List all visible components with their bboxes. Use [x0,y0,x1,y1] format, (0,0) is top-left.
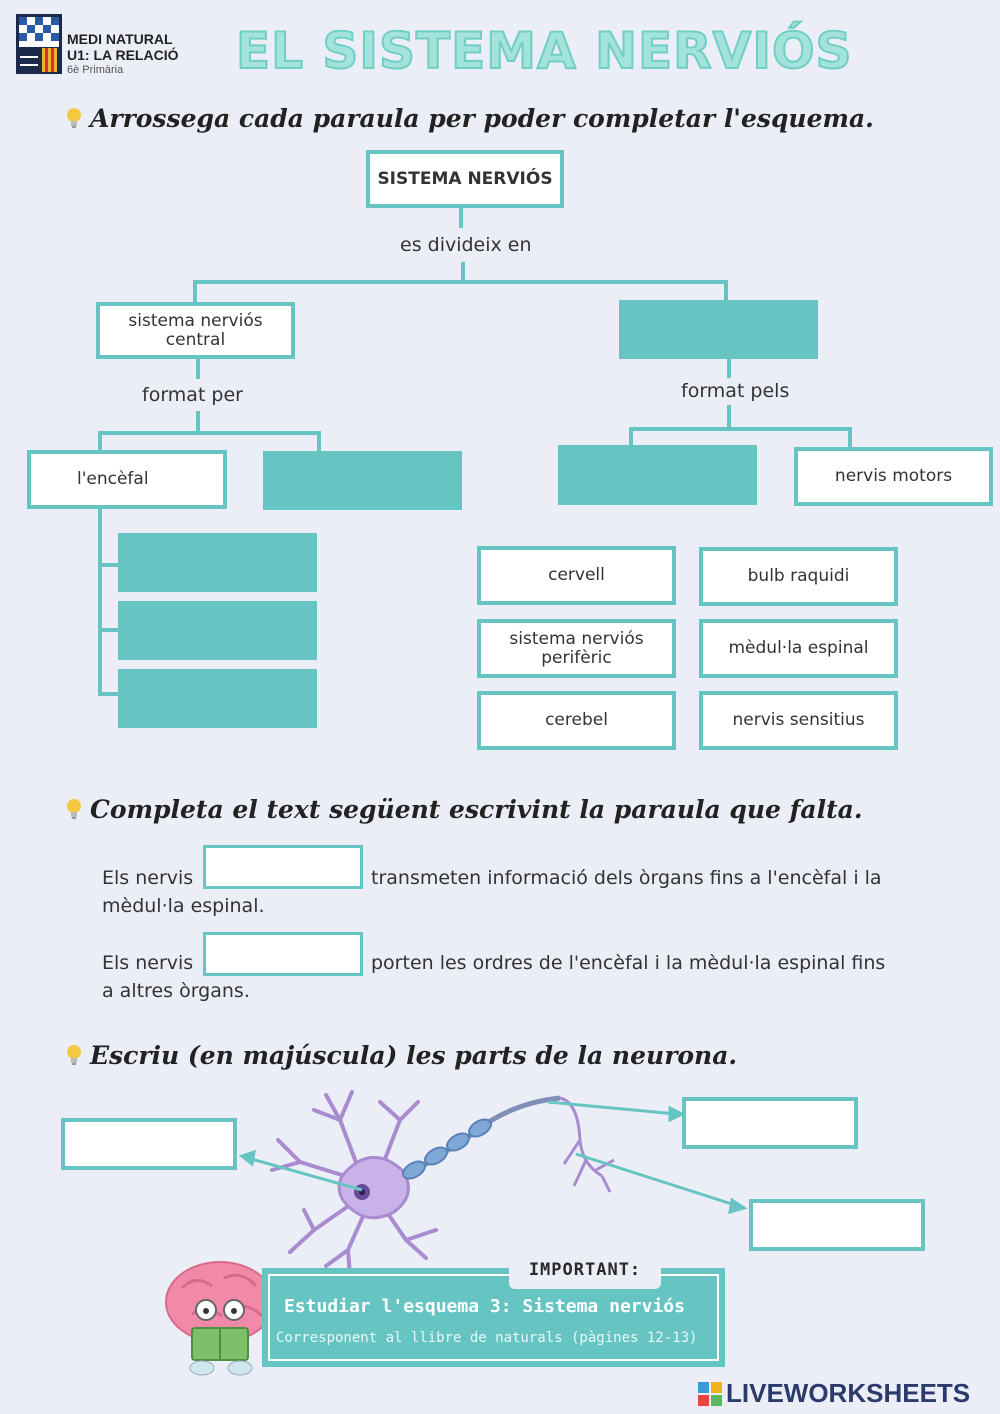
connector-line [727,405,731,429]
connector-line [629,427,852,431]
important-line-2: Corresponent al llibre de naturals (pàgi… [276,1330,698,1346]
instruction-complete: Completa el text següent escrivint la pa… [64,795,863,824]
connector-line [727,358,731,378]
connector-line [98,431,102,453]
drop-zone-encefal-3[interactable] [118,669,317,728]
sentence-1-end: transmeten informació dels òrgans fins a… [371,867,882,889]
lightbulb-icon [67,799,81,819]
answer-input-2[interactable] [203,932,363,976]
sentence-1-start: Els nervis [102,867,194,889]
important-panel-inner [268,1274,719,1361]
neuron-input-top-right[interactable] [682,1097,858,1149]
connector-line [461,262,465,282]
root-box: SISTEMA NERVIÓS [366,150,564,208]
unit-label: U1: LA RELACIÓ [67,47,179,63]
liveworksheets-logo-icon [698,1382,722,1406]
motors-box: nervis motors [794,447,993,506]
connector-line [98,508,102,696]
page-title: EL SISTEMA NERVIÓS [235,21,853,81]
neuron-illustration [238,1090,748,1277]
connector-line [629,427,633,446]
instruction-text: Completa el text següent escrivint la pa… [90,795,863,824]
lightbulb-icon [67,1045,81,1065]
instruction-text: Arrossega cada paraula per poder complet… [90,104,874,133]
sentence-2-line2: a altres òrgans. [102,980,250,1002]
connector-line [196,411,200,433]
connector-line [193,280,728,284]
connector-line [724,280,728,302]
connector-line [98,628,118,632]
drop-zone-sensory[interactable] [558,445,757,505]
important-line-1: Estudiar l'esquema 3: Sistema nerviós [284,1296,685,1317]
connector-line [98,692,118,696]
drop-zone-spinal[interactable] [263,451,462,510]
format-pels-label: format pels [681,380,790,402]
drop-zone-encefal-2[interactable] [118,601,317,660]
word-bulb-raquidi[interactable]: bulb raquidi [699,547,898,606]
sentence-2-start: Els nervis [102,952,194,974]
connector-line [317,431,321,452]
word-nervis-sensitius[interactable]: nervis sensitius [699,691,898,750]
neuron-input-left[interactable] [61,1118,237,1170]
word-cerebel[interactable]: cerebel [477,691,676,750]
instruction-neuron: Escriu (en majúscula) les parts de la ne… [64,1041,737,1070]
sentence-2-end: porten les ordres de l'encèfal i la mèdu… [371,952,886,974]
answer-input-1[interactable] [203,845,363,889]
word-cervell[interactable]: cervell [477,546,676,605]
connector-line [196,357,200,379]
school-logo [16,14,62,74]
divides-label: es divideix en [400,234,532,256]
format-per-label: format per [142,384,243,406]
brain-mascot-icon [165,1261,275,1376]
connector-line [193,280,197,304]
instruction-drag: Arrossega cada paraula per poder complet… [64,104,874,133]
liveworksheets-brand: LIVEWORKSHEETS [726,1378,971,1408]
drop-zone-peripheral[interactable] [619,300,818,359]
connector-line [459,206,463,228]
neuron-input-bottom-right[interactable] [749,1199,925,1251]
connector-line [98,431,321,435]
important-tag: IMPORTANT: [509,1251,661,1289]
word-medulla-espinal[interactable]: mèdul·la espinal [699,619,898,678]
subject-label: MEDI NATURAL [67,31,173,47]
connector-line [848,427,852,449]
word-sistema-periferic[interactable]: sistema nerviós perifèric [477,619,676,678]
encefal-box: l'encèfal [27,450,227,509]
connector-line [98,563,118,567]
instruction-text: Escriu (en majúscula) les parts de la ne… [90,1041,738,1070]
sentence-1-line2: mèdul·la espinal. [102,895,265,917]
grade-label: 6è Primària [67,64,124,76]
central-box: sistema nerviós central [96,302,295,359]
drop-zone-encefal-1[interactable] [118,533,317,592]
lightbulb-icon [67,108,81,128]
